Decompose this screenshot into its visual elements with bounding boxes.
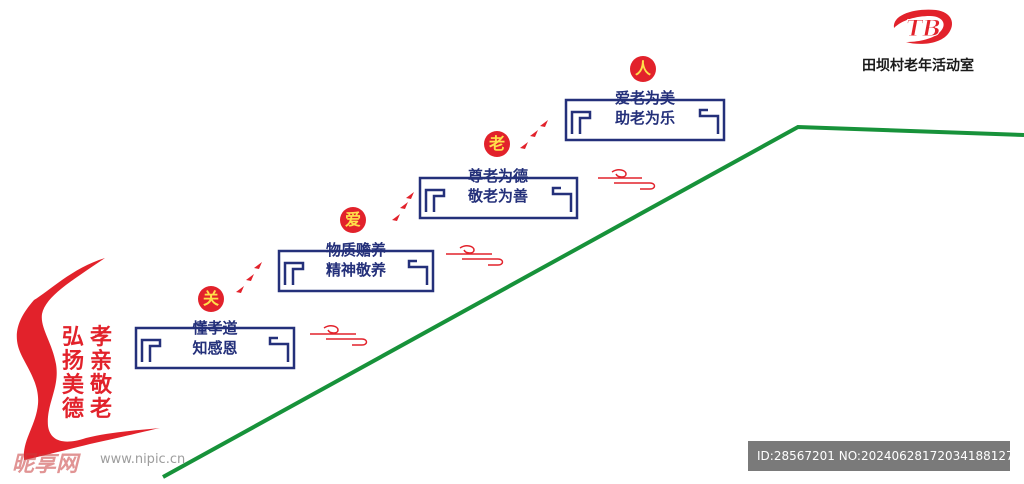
motto-left-column: 弘 扬 美 德: [61, 325, 84, 422]
step-frame-2: [277, 249, 435, 293]
birds-2: [392, 192, 414, 221]
step-3-badge: 老: [484, 131, 510, 157]
cloud-scroll-3: [598, 169, 656, 190]
step-frame-1: [134, 326, 296, 370]
step-2-text: 物质赡养 精神敬养: [301, 240, 411, 280]
step-frame-4: [564, 98, 726, 142]
village-logo-icon: TB: [893, 9, 952, 44]
step-3-line-2: 敬老为善: [467, 187, 528, 205]
birds-1: [236, 262, 262, 293]
step-2-line-2: 精神敬养: [325, 261, 386, 279]
step-2-badge: 爱: [340, 207, 366, 233]
watermark-url: www.nipic.cn: [100, 452, 186, 467]
birds-3: [520, 120, 548, 149]
step-1-line-2: 知感恩: [192, 339, 238, 357]
motto-right-column: 孝 亲 敬 老: [89, 325, 112, 422]
step-2-line-1: 物质赡养: [325, 241, 386, 259]
image-id-text: ID:28567201 NO:20240628172034188127: [757, 449, 1014, 463]
step-1-text: 懂孝道 知感恩: [160, 318, 270, 358]
step-4-line-2: 助老为乐: [614, 109, 675, 127]
organization-name: 田坝村老年活动室: [862, 58, 974, 74]
step-1-line-1: 懂孝道: [192, 319, 238, 337]
step-4-line-1: 爱老为美: [614, 89, 675, 107]
step-3-text: 尊老为德 敬老为善: [443, 166, 553, 206]
red-ribbon: [16, 258, 160, 460]
image-id-bar: [748, 441, 1010, 471]
cloud-scroll-2: [446, 245, 504, 266]
step-3-line-1: 尊老为德: [467, 167, 528, 185]
watermark-logo: 昵享网: [12, 452, 79, 477]
step-4-text: 爱老为美 助老为乐: [590, 88, 700, 128]
step-4-badge: 人: [630, 56, 656, 82]
ascending-green-line: [162, 124, 1024, 479]
step-frame-3: [418, 176, 579, 220]
cloud-scroll-1: [310, 325, 368, 346]
step-1-badge: 关: [198, 286, 224, 312]
logo-mark-text: TB: [906, 16, 941, 42]
